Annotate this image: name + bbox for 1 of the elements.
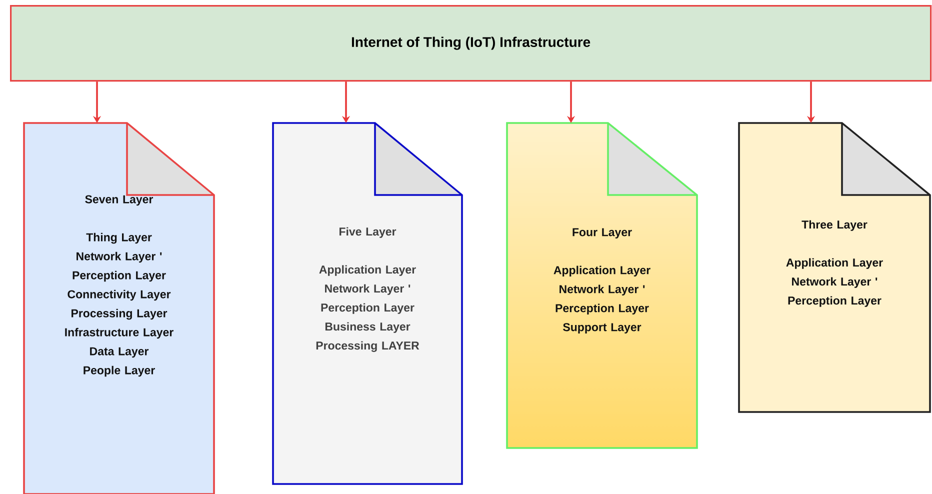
title-bar: Internet of Thing (IoT) Infrastructure: [10, 5, 932, 82]
